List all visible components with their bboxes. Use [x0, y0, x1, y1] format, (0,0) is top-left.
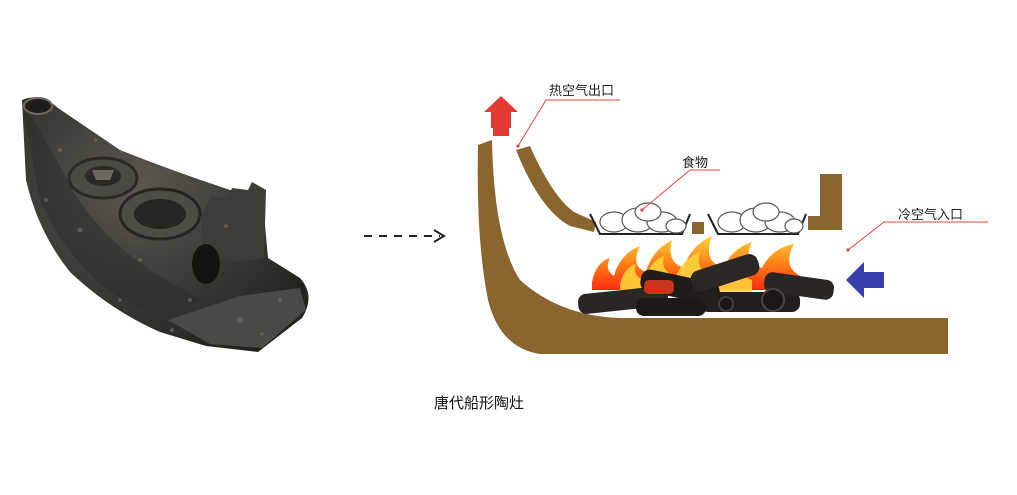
leader-hot-air: [517, 99, 620, 147]
stove-photo-chimney-wall: [200, 182, 266, 262]
stove-photo-spout: [23, 97, 53, 115]
stove-photo-firebox-opening: [192, 244, 220, 284]
leader-cold-air: [847, 221, 988, 251]
label-food: 食物: [682, 156, 709, 171]
food-items: [599, 202, 804, 234]
firewood: [577, 254, 835, 316]
stove-hull: [477, 140, 948, 354]
stove-cross-section: [477, 96, 988, 354]
leader-food: [641, 169, 720, 211]
dashed-arrow-right-icon: [364, 229, 446, 243]
label-cold-air-inlet: 冷空气入口: [898, 208, 964, 223]
right-wall-ledge: [808, 216, 842, 230]
right-wall-upper: [820, 174, 842, 226]
chimney-inner-wall: [516, 146, 596, 232]
figure-caption: 唐代船形陶灶: [434, 394, 525, 412]
cold-air-arrow-left-icon: [846, 262, 884, 298]
label-hot-air-outlet: 热空气出口: [549, 84, 615, 99]
pottery-stove-photo: [22, 97, 309, 352]
pot-divider: [692, 222, 704, 234]
